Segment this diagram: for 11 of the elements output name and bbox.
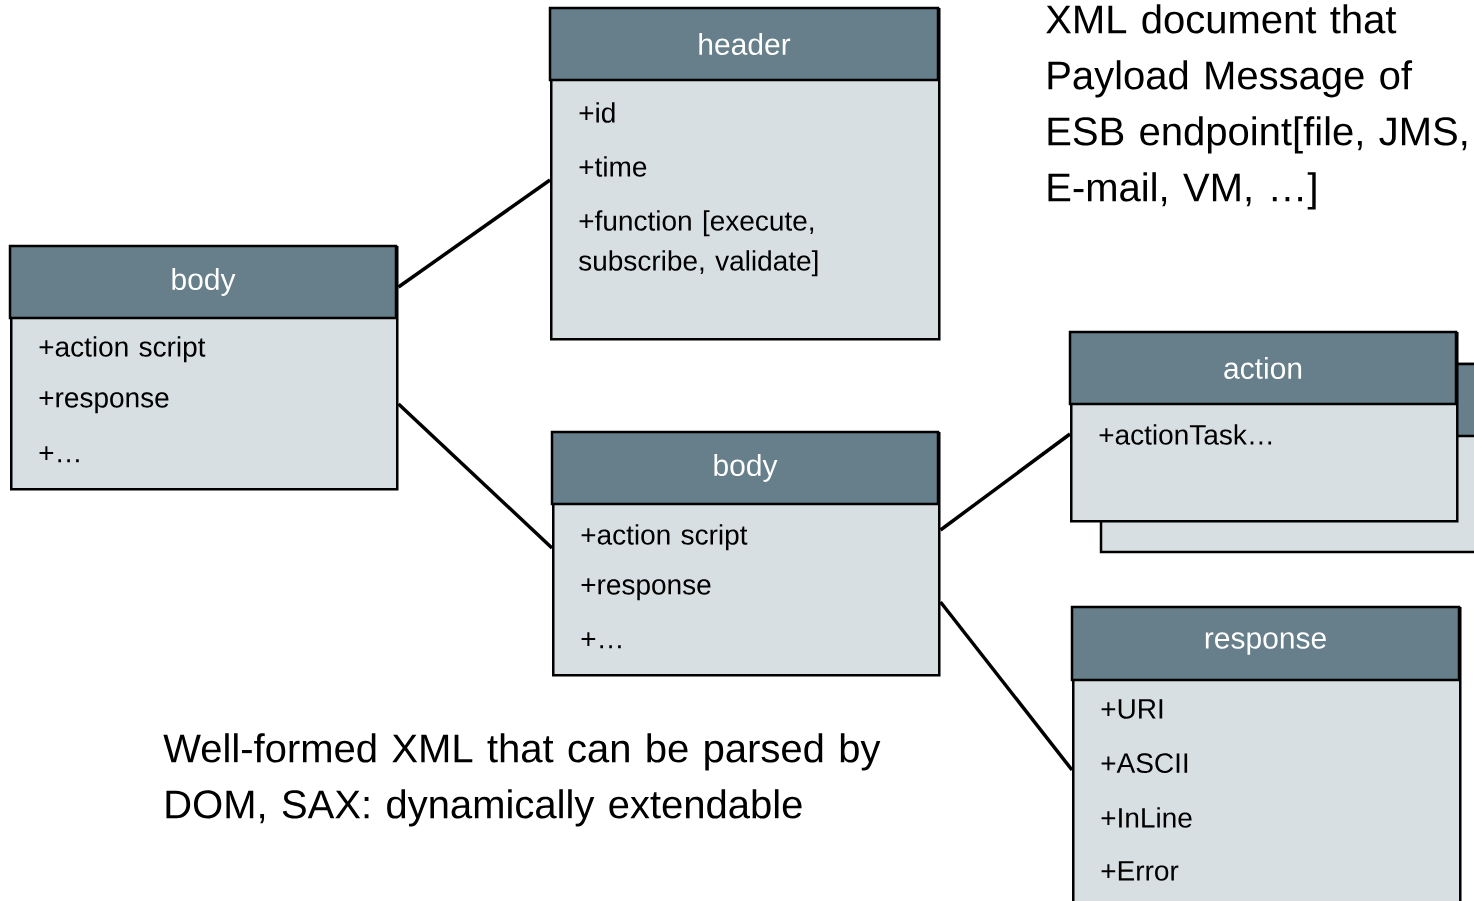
note-text: Well-formed XML that can be parsed by DOM, SAX: dynamically extendable bbox=[163, 733, 881, 827]
class-box: header +id +time +function [execute, subscribe, validate] bbox=[548, 6, 941, 341]
class-box: action +actionTask… bbox=[1068, 330, 1459, 523]
note-text: XML document that Payload Message of ESB endpoint[file, JMS, E-mail, VM, …] bbox=[1046, 4, 1467, 210]
class-box: body +action script +response +… bbox=[550, 430, 941, 677]
connector-line bbox=[939, 432, 1072, 532]
class-box: body +action script +response +… bbox=[8, 244, 399, 491]
connector-line bbox=[939, 600, 1074, 772]
class-box: response +URI +ASCII +InLine +Error bbox=[1070, 605, 1462, 901]
connector-line bbox=[397, 178, 551, 289]
connector-line bbox=[397, 402, 554, 550]
